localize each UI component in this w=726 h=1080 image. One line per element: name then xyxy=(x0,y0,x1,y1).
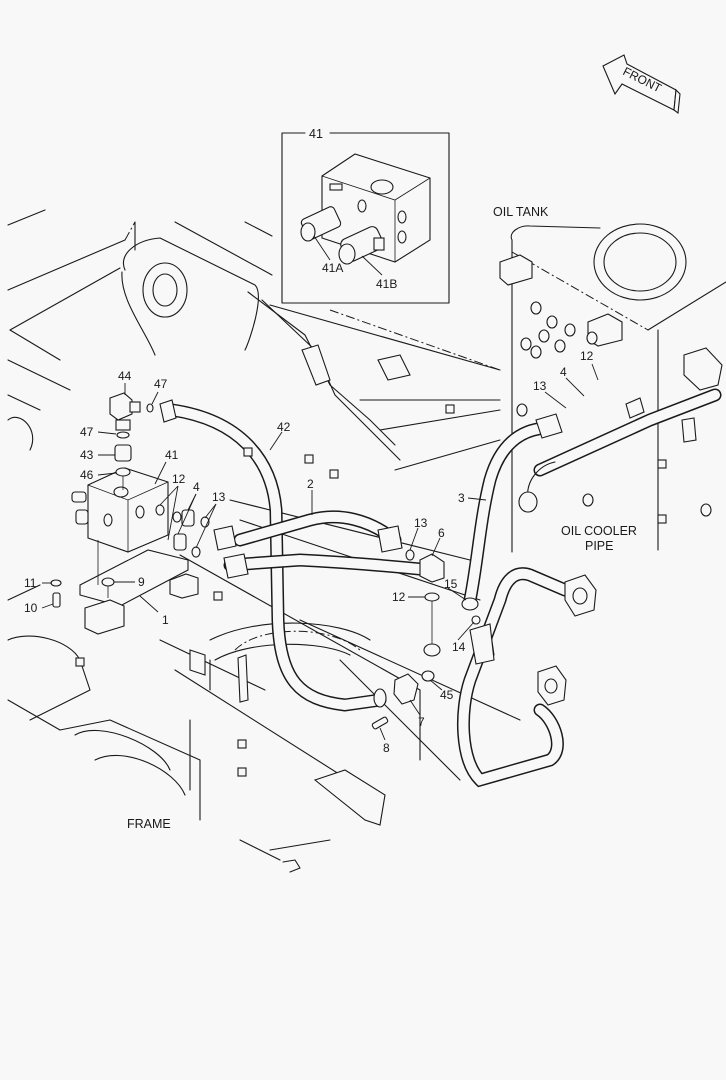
leader-lines xyxy=(41,363,599,741)
inset-title: 41 xyxy=(309,127,323,141)
callout-42: 42 xyxy=(277,420,291,434)
oil-tank-label: OIL TANK xyxy=(493,205,549,219)
valve-block-41 xyxy=(71,392,210,558)
callout-2: 2 xyxy=(307,477,314,491)
oil-cooler-pipe-label-1: OIL COOLER xyxy=(561,524,637,538)
callout-12b: 12 xyxy=(392,590,406,604)
area-labels: OIL TANK OIL COOLER PIPE FRAME xyxy=(127,205,637,831)
oil-cooler-pipe-label-2: PIPE xyxy=(585,539,614,553)
callout-43: 43 xyxy=(80,448,94,462)
callout-14: 14 xyxy=(452,640,466,654)
callout-10: 10 xyxy=(24,601,38,615)
callout-47b: 47 xyxy=(80,425,94,439)
frame-label: FRAME xyxy=(127,817,171,831)
callout-9: 9 xyxy=(138,575,145,589)
callout-41a: 41A xyxy=(322,261,343,275)
frame-structure xyxy=(7,209,521,873)
callout-3: 3 xyxy=(458,491,465,505)
oil-tank xyxy=(499,223,726,553)
callout-47a: 47 xyxy=(154,377,168,391)
callout-15: 15 xyxy=(444,577,458,591)
callout-41: 41 xyxy=(165,448,179,462)
callout-1: 1 xyxy=(162,613,169,627)
callout-labels: 44 47 47 43 46 41 12 4 13 42 2 11 9 10 1… xyxy=(24,349,594,755)
callout-13c: 13 xyxy=(533,379,547,393)
fittings-right xyxy=(371,549,495,730)
callout-13a: 13 xyxy=(212,490,226,504)
callout-11: 11 xyxy=(24,576,37,590)
callout-4a: 4 xyxy=(193,480,200,494)
return-pipe-loop xyxy=(457,567,597,788)
front-arrow-icon: FRONT xyxy=(602,54,681,115)
callout-7: 7 xyxy=(418,715,425,729)
callout-41b: 41B xyxy=(376,277,397,291)
hoses xyxy=(159,399,563,712)
callout-12c: 12 xyxy=(580,349,594,363)
callout-6: 6 xyxy=(438,526,445,540)
cube-markers xyxy=(75,404,667,777)
callout-13b: 13 xyxy=(414,516,428,530)
callout-4b: 4 xyxy=(560,365,567,379)
callout-44: 44 xyxy=(118,369,132,383)
callout-45: 45 xyxy=(440,688,454,702)
tank-fittings xyxy=(516,301,712,517)
callout-12a: 12 xyxy=(172,472,186,486)
inset-valve-detail: 41 41A 41B xyxy=(281,127,450,304)
callout-8: 8 xyxy=(383,741,390,755)
mounting-plate-1 xyxy=(50,540,199,635)
callout-46: 46 xyxy=(80,468,94,482)
